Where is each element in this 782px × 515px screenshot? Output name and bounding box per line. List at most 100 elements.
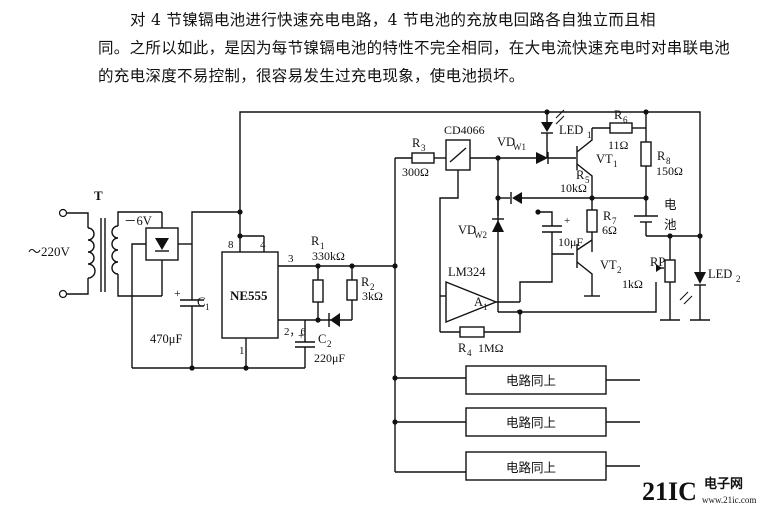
- paragraph-line-1: 对 4 节镍镉电池进行快速充电电路，4 节电池的充放电回路各自独立而且相: [130, 11, 656, 29]
- transformer-label: T: [94, 188, 103, 203]
- svg-text:R: R: [311, 234, 320, 248]
- led1: LED 1: [541, 109, 592, 158]
- secondary-winding: [111, 225, 119, 275]
- battery: 电 池: [634, 198, 677, 236]
- svg-text:VD: VD: [458, 223, 476, 237]
- svg-text:R: R: [361, 275, 370, 289]
- resistor-r4: R 4 1MΩ: [458, 309, 523, 358]
- svg-text:1: 1: [239, 345, 245, 357]
- svg-text:2: 2: [736, 274, 741, 284]
- svg-text:2: 2: [617, 265, 622, 275]
- block-same-circuit-3: 电路同上: [465, 451, 607, 481]
- svg-text:C: C: [318, 332, 326, 346]
- paragraph-line-2: 同。之所以如此，是因为每节镍镉电池的特性不完全相同，在大电流快速充电时对串联电池: [98, 39, 731, 57]
- svg-text:R: R: [576, 168, 585, 182]
- lm324-label: LM324: [448, 265, 486, 279]
- r1-value: 330kΩ: [312, 249, 345, 263]
- svg-text:7: 7: [612, 216, 617, 226]
- watermark-url: www.21ic.com: [702, 495, 756, 505]
- svg-text:R: R: [412, 136, 421, 150]
- watermark-logo: 21IC 电子网 www.21ic.com: [640, 470, 780, 510]
- r8-value: 150Ω: [656, 164, 683, 178]
- block-same-circuit-1: 电路同上: [465, 365, 607, 395]
- cd4066-switch: CD4066: [439, 123, 498, 332]
- block-1-label: 电路同上: [506, 373, 556, 388]
- paragraph-line-3: 的充电深度不易控制，很容易发生过充电现象，使电池损坏。: [98, 67, 525, 85]
- svg-text:R: R: [458, 341, 467, 355]
- capacitor-c3: + 10μF: [535, 209, 583, 254]
- c3-value: 10μF: [558, 235, 583, 249]
- transistor-vt1: VT 1: [576, 128, 618, 198]
- watermark-21ic: 21IC: [642, 477, 697, 506]
- zener-vdw2: VD W2: [458, 198, 504, 240]
- capacitor-c1: + C 1 470μF: [150, 286, 210, 346]
- diode-d1: [328, 313, 340, 327]
- svg-text:VD: VD: [497, 135, 515, 149]
- svg-text:R: R: [614, 108, 623, 122]
- svg-text:4: 4: [467, 348, 472, 358]
- svg-text:2: 2: [327, 339, 332, 349]
- c1-label: C: [197, 294, 206, 309]
- block-2-label: 电路同上: [506, 415, 556, 430]
- led1-label: LED: [559, 123, 583, 137]
- r3-value: 300Ω: [402, 165, 429, 179]
- svg-text:1: 1: [613, 159, 618, 169]
- svg-text:A: A: [474, 295, 483, 309]
- rectifier-diode-icon: [155, 238, 169, 250]
- c1-value: 470μF: [150, 332, 182, 346]
- resistor-r1: R 1 330kΩ: [311, 234, 345, 323]
- watermark-site: 电子网: [704, 476, 743, 491]
- r2-value: 3kΩ: [362, 289, 383, 303]
- cd4066-label: CD4066: [444, 123, 485, 137]
- resistor-r2: R 2 3kΩ: [346, 263, 383, 320]
- battery-label-1: 电: [664, 198, 677, 212]
- mains-voltage-label: ～220V: [28, 244, 71, 259]
- ne555-timer: NE555 8 4 3 1 2，6: [221, 212, 395, 368]
- svg-text:1: 1: [587, 130, 592, 140]
- c2-value: 220μF: [314, 351, 345, 365]
- svg-text:3: 3: [288, 253, 294, 265]
- resistor-r7: R 7 6Ω: [586, 198, 617, 252]
- svg-text:+: +: [564, 215, 570, 227]
- secondary-voltage-label: －6V: [124, 214, 152, 228]
- svg-text:W2: W2: [474, 230, 487, 240]
- svg-text:1: 1: [483, 302, 488, 312]
- r4-value: 1MΩ: [478, 341, 504, 355]
- battery-label-2: 池: [664, 218, 677, 232]
- svg-text:RP: RP: [650, 255, 665, 269]
- resistor-r5: R 5 10kΩ: [560, 168, 590, 195]
- svg-text:6: 6: [623, 115, 628, 125]
- svg-text:8: 8: [666, 156, 671, 166]
- svg-text:1: 1: [320, 241, 325, 251]
- svg-text:+: +: [298, 330, 304, 342]
- resistor-r6: R 6 11Ω: [592, 108, 646, 152]
- svg-text:W1: W1: [513, 142, 526, 152]
- diode-d2: [512, 192, 522, 204]
- zener-vdw1: VD W1: [495, 135, 576, 312]
- input-terminal-bottom: [58, 289, 68, 299]
- capacitor-c2: + C 2 220μF: [295, 320, 345, 368]
- led2-label: LED: [708, 267, 732, 281]
- led2: LED 2: [679, 233, 741, 321]
- svg-text:5: 5: [585, 175, 590, 185]
- mains-input: ～220V: [28, 208, 89, 299]
- svg-text:4: 4: [260, 239, 266, 251]
- opamp-lm324: LM324 A 1: [440, 254, 553, 333]
- ne555-label: NE555: [230, 288, 268, 303]
- resistor-r8: R 8 150Ω: [640, 109, 683, 198]
- svg-text:1: 1: [205, 302, 210, 312]
- svg-text:2: 2: [370, 282, 375, 292]
- block-same-circuit-2: 电路同上: [465, 407, 607, 437]
- svg-text:2，6: 2，6: [284, 326, 306, 338]
- r6-value: 11Ω: [608, 138, 629, 152]
- bridge-rectifier: [131, 212, 192, 368]
- svg-text:+: +: [174, 286, 181, 300]
- svg-text:R: R: [603, 209, 612, 223]
- transformer-t: T －6V: [87, 188, 162, 297]
- primary-winding: [87, 227, 96, 279]
- input-terminal-top: [58, 208, 68, 218]
- block-3-label: 电路同上: [506, 460, 556, 475]
- potentiometer-rp: RP 1kΩ: [622, 233, 680, 321]
